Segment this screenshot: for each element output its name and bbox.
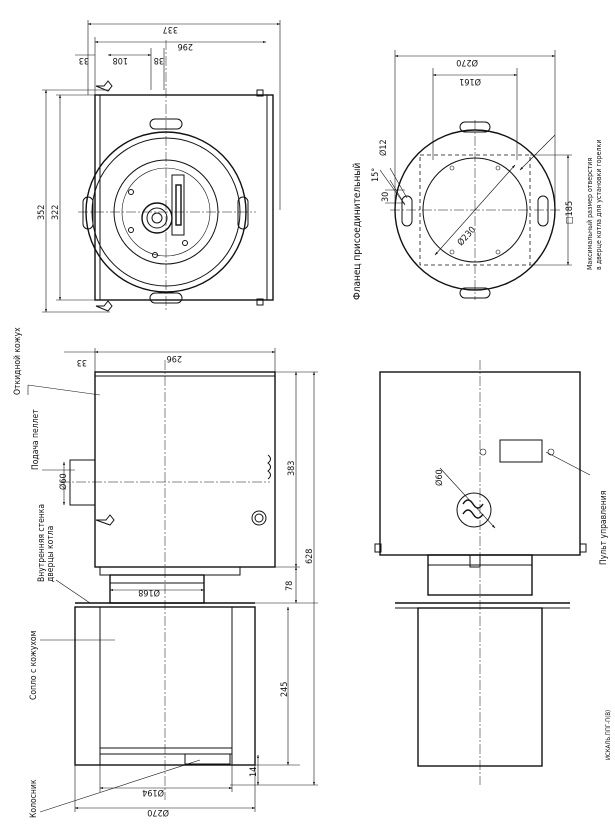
label-grate: Колосник [29, 779, 39, 818]
control-panel-box [499, 439, 543, 463]
dim-322: 322 [51, 205, 61, 220]
dim-dia12: Ø12 [378, 139, 389, 156]
label-hinged-casing: Откидной кожух [13, 327, 23, 395]
hole-note-line1: Максимальный размер отверстия [586, 158, 594, 270]
dim-33: 33 [79, 55, 89, 65]
label-inner-wall-1: Внутренняя стенка [37, 504, 47, 582]
dim-dia60-rear: Ø60 [434, 469, 445, 486]
dim-628: 628 [305, 549, 315, 564]
side-housing [94, 371, 276, 568]
dim-296-side: 296 [167, 353, 182, 363]
dim-296: 296 [178, 41, 193, 51]
dim-14: 14 [249, 767, 259, 777]
dim-108: 108 [113, 55, 128, 65]
footer-code: ИСКАЛЬ.ППГ-П(В) [605, 710, 612, 760]
view-rear-elevation: Ø60 [374, 360, 591, 785]
dim-dia161: Ø161 [459, 76, 481, 87]
dim-78: 78 [285, 581, 295, 591]
dim-337: 337 [163, 24, 178, 34]
view-front-top: 337 296 108 38 33 352 322 [37, 20, 281, 313]
dim-dia60: Ø60 [58, 473, 69, 490]
dim-383: 383 [287, 461, 297, 476]
dim-dia270-flange: Ø270 [456, 57, 478, 68]
flange-title: Фланец присоединительный [352, 163, 363, 300]
view-flange: Ø270 Ø161 Ø230 □185 15° 30 Ø12 [371, 50, 575, 300]
hole-note-line2: в дверце котла для установки горелки [595, 140, 603, 270]
dim-245: 245 [280, 682, 290, 697]
dim-33-side: 33 [77, 357, 87, 367]
dim-dia168: Ø168 [138, 587, 160, 598]
dim-38: 38 [154, 55, 164, 65]
dim-sq185: □185 [565, 201, 575, 224]
housing-outline [94, 94, 274, 301]
dim-dia270-bottom: Ø270 [147, 807, 169, 818]
dim-dia194: Ø194 [142, 787, 164, 798]
dim-352: 352 [37, 205, 47, 220]
label-control-panel: Пульт управления [599, 491, 609, 565]
dim-15deg: 15° [371, 168, 381, 182]
label-inner-wall-2: дверцы котла [46, 526, 56, 582]
label-pellet-feed: Подача пеллет [31, 409, 41, 470]
label-nozzle-casing: Сопло с кожухом [29, 630, 39, 700]
dim-30: 30 [381, 192, 391, 202]
view-side-elevation: 296 33 Ø60 Ø168 383 78 628 245 14 Ø194 Ø… [27, 348, 318, 818]
